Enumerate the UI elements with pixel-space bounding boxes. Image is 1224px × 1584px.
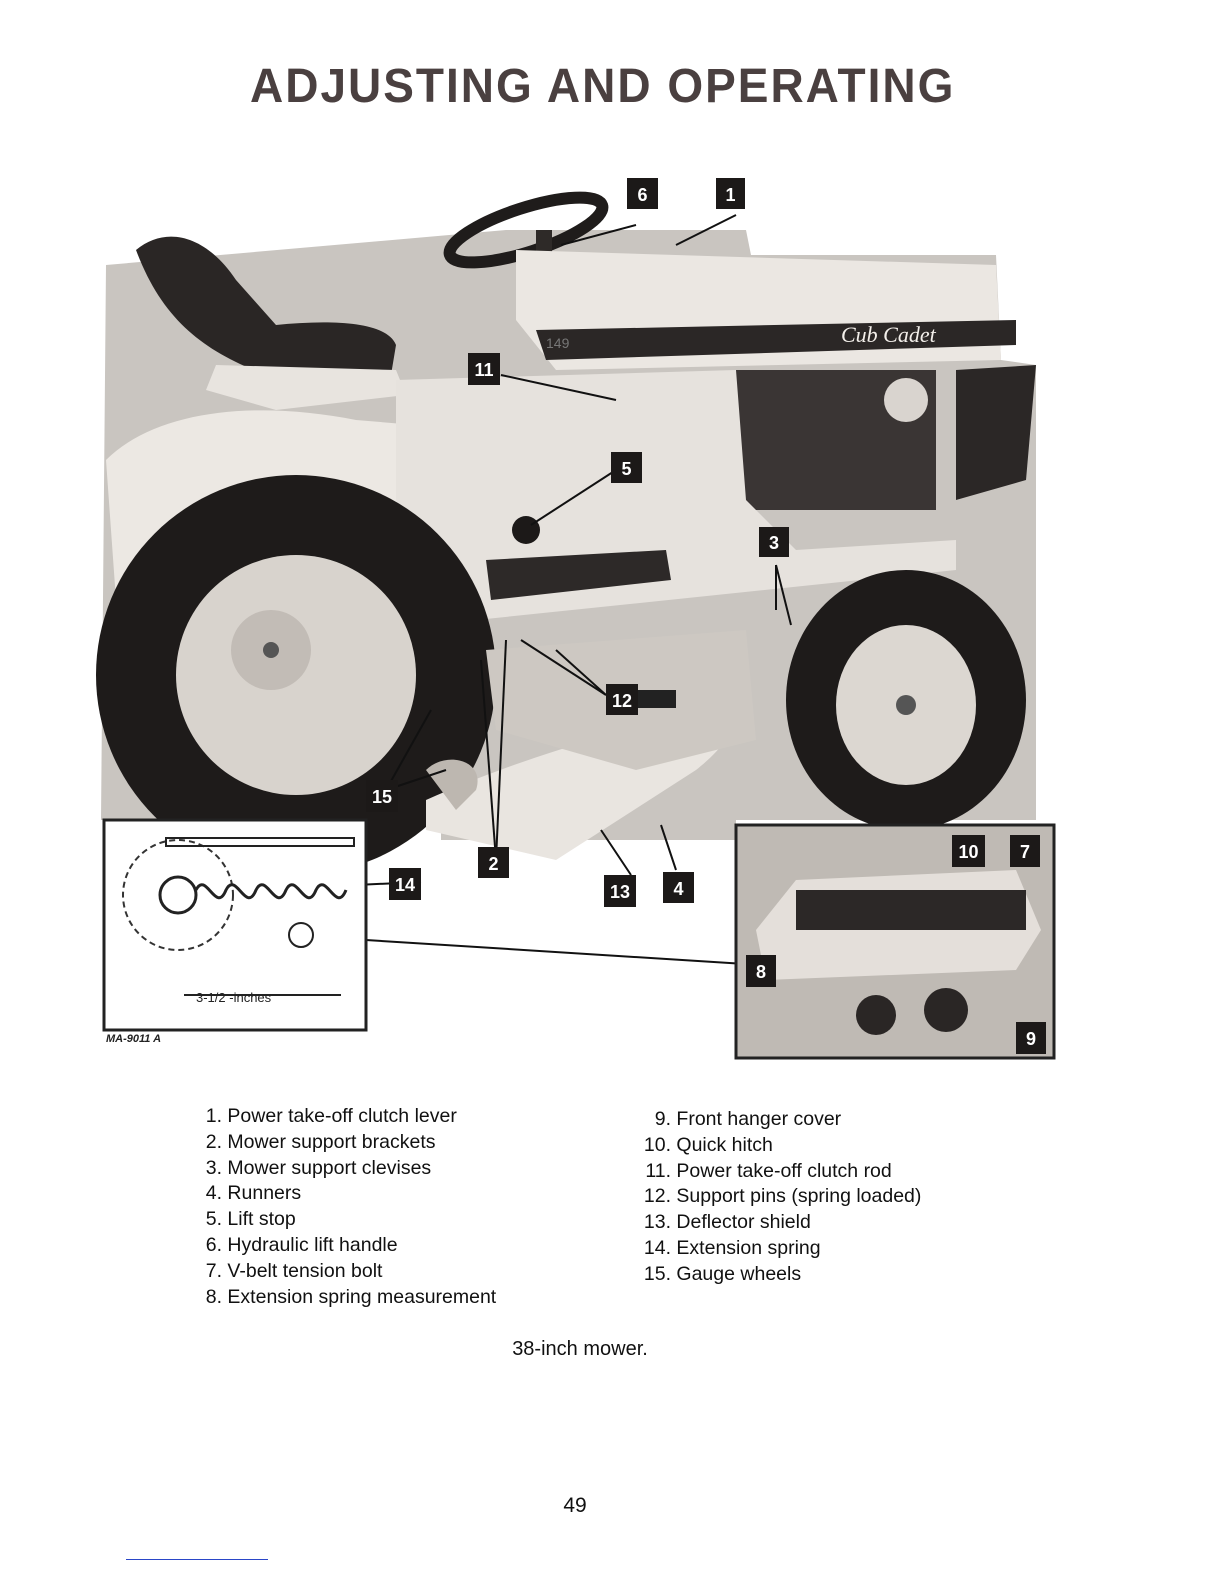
legend-left: 1. Power take-off clutch lever 2. Mower … [200,1104,497,1310]
callout-7: 7 [1010,835,1040,867]
tractor-mower-figure: Cub Cadet 149 [96,170,1056,1065]
callout-6: 6 [627,178,658,209]
callout-15: 15 [366,780,398,812]
svg-text:12: 12 [612,691,632,711]
callout-14: 14 [389,868,421,900]
callout-8: 8 [746,955,776,987]
callout-2: 2 [478,847,509,878]
legend-item: 14. Extension spring [643,1236,821,1259]
svg-text:7: 7 [1020,842,1030,862]
svg-text:14: 14 [395,875,415,895]
legend-item: 8. Extension spring measurement [205,1285,497,1308]
svg-text:5: 5 [621,459,631,479]
callout-1: 1 [716,178,745,209]
callout-3: 3 [759,527,789,557]
svg-text:11: 11 [474,360,493,380]
legend-item: 9. Front hanger cover [654,1108,842,1130]
legend-item: 10. Quick hitch [643,1133,773,1156]
callout-11: 11 [468,353,500,385]
svg-text:15: 15 [372,787,392,807]
svg-text:8: 8 [756,962,766,982]
callout-5: 5 [611,452,642,483]
svg-text:6: 6 [637,185,647,205]
callout-4: 4 [663,872,694,903]
svg-text:9: 9 [1026,1029,1036,1049]
svg-text:13: 13 [610,882,630,902]
callout-9: 9 [1016,1022,1046,1054]
inset-dimension-label: 3-1/2 -inches [196,990,272,1005]
callout-12: 12 [606,684,638,715]
svg-text:2: 2 [488,854,498,874]
callout-10: 10 [952,835,985,867]
legend-item: 11. Power take-off clutch rod [645,1159,892,1182]
legend-item: 4. Runners [205,1182,302,1205]
page-number: 49 [563,1494,587,1517]
legend-item: 3. Mower support clevises [205,1156,432,1179]
page-title: ADJUSTING AND OPERATING [250,57,956,113]
svg-text:10: 10 [958,842,978,862]
seat [136,236,396,385]
footer-rule [126,1559,268,1560]
legend-item: 1. Power take-off clutch lever [205,1105,457,1127]
svg-text:3: 3 [769,533,779,553]
spring-inset-diagram: 3-1/2 -inches MA-9011 A [102,818,368,1045]
legend-item: 12. Support pins (spring loaded) [643,1185,922,1208]
model-badge: 149 [546,335,570,351]
front-hanger-inset [734,823,1056,1060]
legend-item: 5. Lift stop [205,1208,296,1231]
brand-badge: Cub Cadet [841,322,937,347]
legend-item: 13. Deflector shield [643,1211,811,1234]
figure-caption: 38-inch mower. [512,1338,648,1360]
hood-stripe [536,320,1016,360]
svg-text:4: 4 [673,879,683,899]
callout-13: 13 [604,875,636,907]
lift-stop-knob [512,516,540,544]
legend-item: 6. Hydraulic lift handle [205,1233,398,1256]
svg-text:1: 1 [725,185,735,205]
legend-item: 7. V-belt tension bolt [205,1259,383,1282]
image-code: MA-9011 A [106,1033,161,1045]
legend-right: 9. Front hanger cover 10. Quick hitch 11… [637,1107,922,1288]
legend-item: 15. Gauge wheels [643,1262,802,1285]
legend-item: 2. Mower support brackets [205,1130,436,1153]
